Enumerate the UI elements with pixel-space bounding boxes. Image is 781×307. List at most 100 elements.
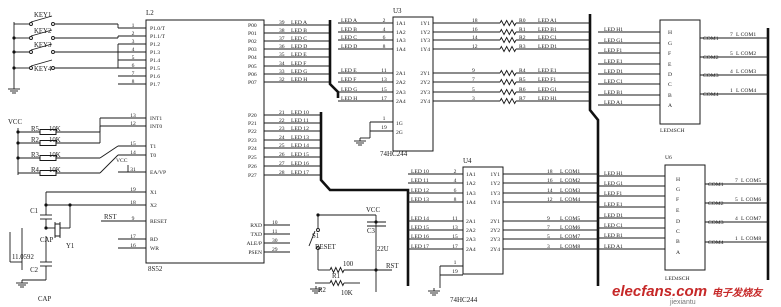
mcu-pin-name: RD [150,237,158,243]
mcu-pin-number: 30 [272,238,278,244]
net-label: L COM3 [736,69,756,75]
net-label: LED 14 [411,216,429,222]
resistor-ref: R3 [31,152,40,159]
buffer-pin-name: 1A1 [466,172,476,178]
net-label: LED 14 [291,143,309,149]
crystal-ref: Y1 [66,243,74,250]
mcu-pin-name: P1.4 [150,58,160,64]
oe-pin-number: 19 [381,125,387,131]
buffer-pin-number: 8 [454,197,457,203]
ground-symbol [354,138,366,146]
segment-pin-name: E [668,62,672,68]
reset-net: RST [386,263,399,270]
net-label: LED B [341,27,357,33]
net-label: LED H1 [604,27,623,33]
reset-cap-ref: C3 [367,228,376,235]
buffer-pin-number: 9 [547,216,550,222]
key-actuator [30,59,53,67]
net-label: LED 17 [411,244,429,250]
net-label: L COM2 [736,51,756,57]
com-pin-name: COM2 [708,201,724,207]
segment-pin-name: E [676,208,680,214]
net-label: LED C [341,35,357,41]
net-label: LED 13 [411,197,429,203]
pullup-resistor [39,140,57,146]
reset-r1-value: 100 [343,261,354,268]
mcu-pin-number: 16 [130,243,136,249]
net-label: L COM7 [741,216,761,222]
mcu-pin-number: 26 [279,152,285,158]
junction-dot [12,50,16,54]
mcu-pin-number: 21 [279,110,285,116]
com-pin-number: 1 [730,88,733,94]
mcu-pin-name: P1.1/T [150,34,166,40]
buffer-part: 74HC244 [380,150,408,158]
buffer-pin-number: 17 [381,96,387,102]
resistor-ref: R6 [519,87,526,93]
segment-pin-name: G [668,41,672,47]
net-label: LED 15 [411,225,429,231]
buffer-pin-number: 18 [472,18,478,24]
buffer-pin-number: 13 [452,225,458,231]
mcu-pin-number: 2 [132,31,135,37]
mcu-pin-number: 25 [279,143,285,149]
net-label: LED B [291,28,307,34]
resistor-ref: R2 [31,137,40,144]
segment-pin-name: C [676,229,680,235]
net-label: LED E1 [538,68,557,74]
net-label: LED C1 [538,35,557,41]
net-label: LED A [341,18,357,24]
segment-resistor [499,69,517,77]
com-pin-number: 5 [730,51,733,57]
buffer-pin-number: 12 [547,197,553,203]
resistor-value: 10K [49,152,61,159]
net-label: LED B1 [604,233,623,239]
resistor-ref: R0 [519,18,526,24]
mcu-pin-name: RXD [250,223,262,229]
switch-contact [316,246,320,250]
buffer-pin-name: 2A4 [466,247,476,253]
buffer-pin-number: 9 [472,68,475,74]
buffer-pin-number: 4 [383,27,386,33]
ground-symbol [428,288,440,296]
mcu-pin-number: 8 [132,79,135,85]
net-label: LED C1 [604,79,623,85]
net-label: LED 12 [291,126,309,132]
resistor-value: 10K [49,126,61,133]
mcu-pin-number: 6 [132,63,135,69]
buffer-pin-name: 2Y2 [420,80,430,86]
buffer-pin-number: 15 [381,87,387,93]
buffer-pin-name: 1Y1 [490,172,500,178]
mcu-pin-name: X1 [150,190,157,196]
switch-contact [316,228,320,232]
com-pin-name: COM4 [708,240,724,246]
net-label: LED G1 [604,38,623,44]
segment-pin-name: C [668,82,672,88]
mcu-pin-number: 27 [279,161,285,167]
buffer-pin-name: 1A3 [396,38,406,44]
mcu-pin-name: P21 [248,121,257,127]
net-label: LED A1 [604,244,623,250]
vcc-label-ea: VCC [116,158,128,164]
mcu-pin-name: P24 [248,146,257,152]
buffer-pin-name: 2Y4 [490,247,500,253]
crystal-cap: CAP [38,296,51,303]
com-pin-number: 4 [730,69,733,75]
reset-switch-ref: S1 [312,233,319,240]
net-label: L COM1 [560,169,580,175]
crystal-freq: 11.0592 [12,254,34,261]
mcu-pin-name: T1 [150,144,156,150]
net-label: LED F [291,61,306,67]
key-actuator [30,43,53,51]
net-label: LED 17 [291,170,309,176]
com-pin-name: COM3 [703,73,719,79]
oe-pin-number: 19 [452,269,458,275]
mcu-pin-number: 3 [132,39,135,45]
net-label: LED H [291,77,307,83]
mcu-pin-number: 1 [132,23,135,29]
net-label: LED D1 [538,44,557,50]
buffer-pin-name: 1A1 [396,21,406,27]
pullup-wire [99,145,119,159]
mcu-u2 [145,19,265,264]
crystal-cap: CAP [40,237,53,244]
